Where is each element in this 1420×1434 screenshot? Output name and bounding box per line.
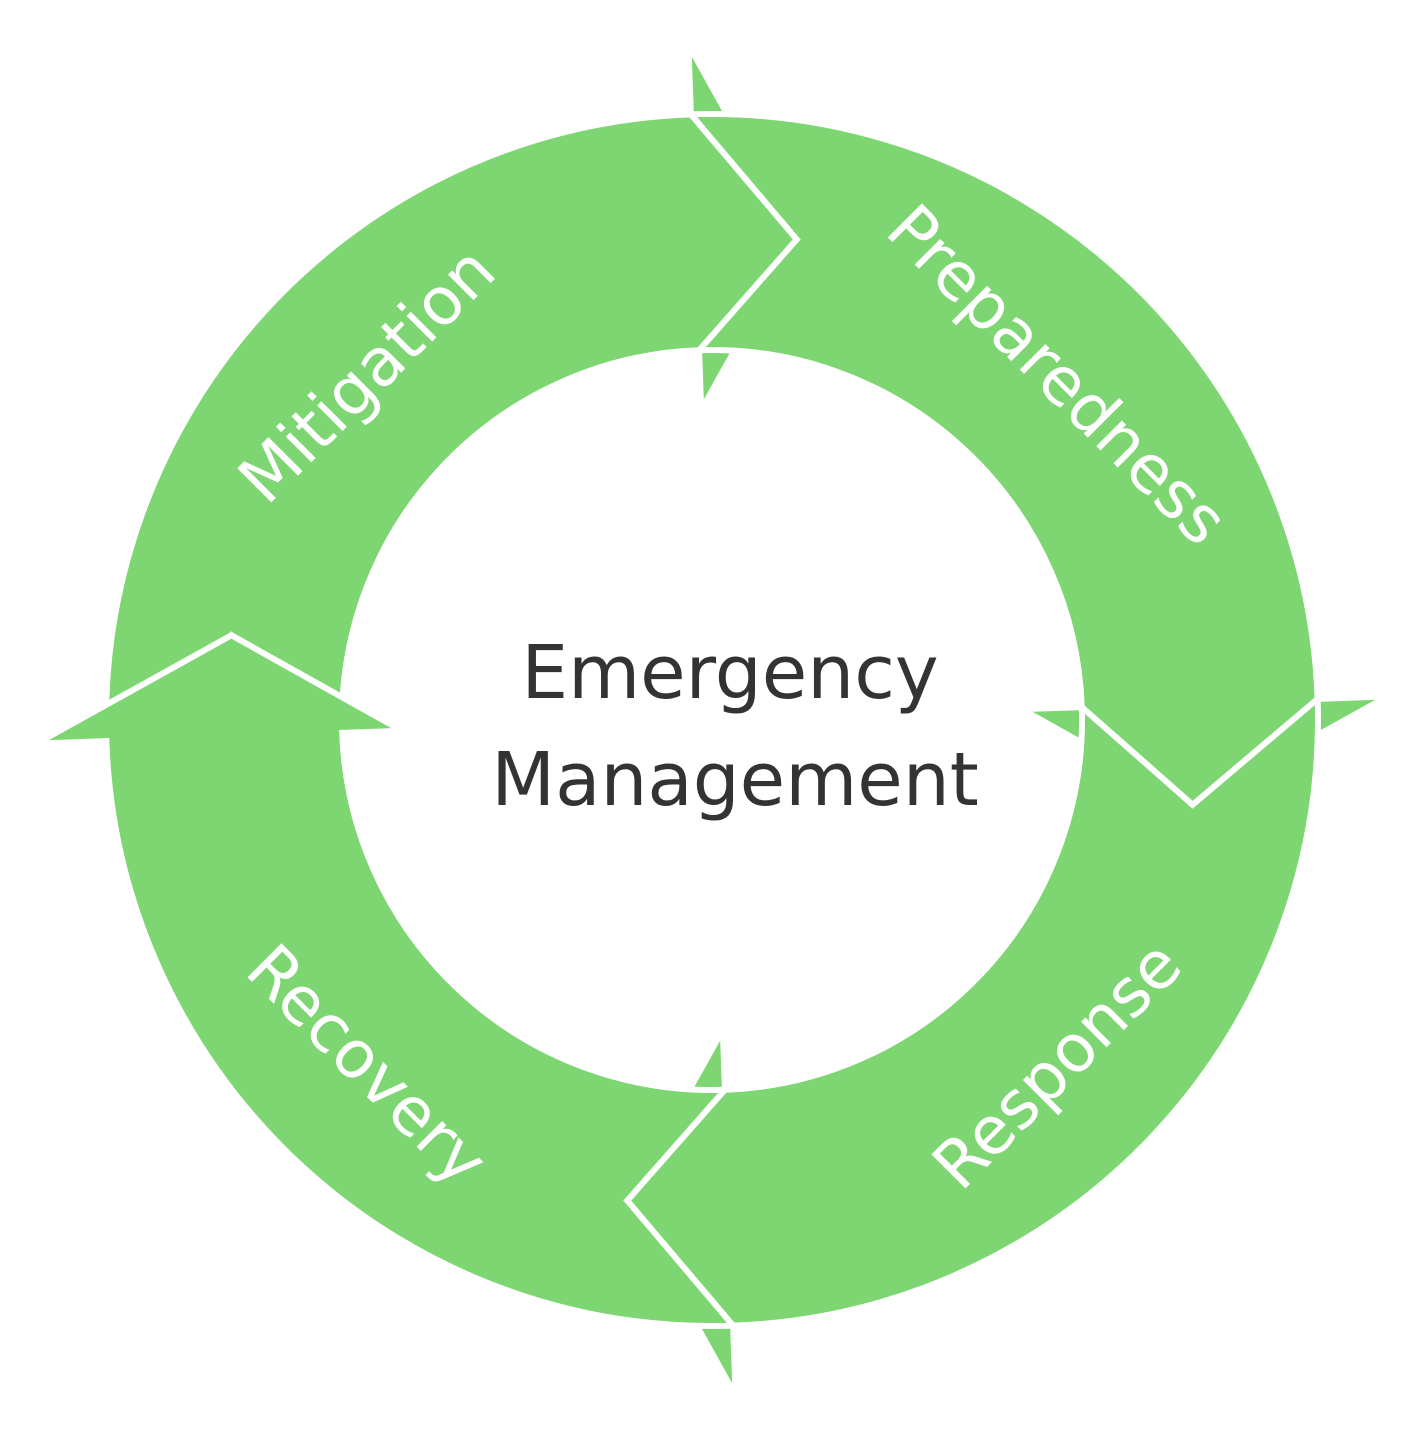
center-title-line-2: Management [491, 737, 978, 823]
arrow-segment-response [623, 692, 1321, 1398]
center-title-line-1: Emergency [521, 630, 938, 716]
arrow-segment-recovery [34, 631, 740, 1329]
arrow-segment-preparedness [684, 111, 1390, 809]
arrow-segment-mitigation [103, 42, 801, 748]
